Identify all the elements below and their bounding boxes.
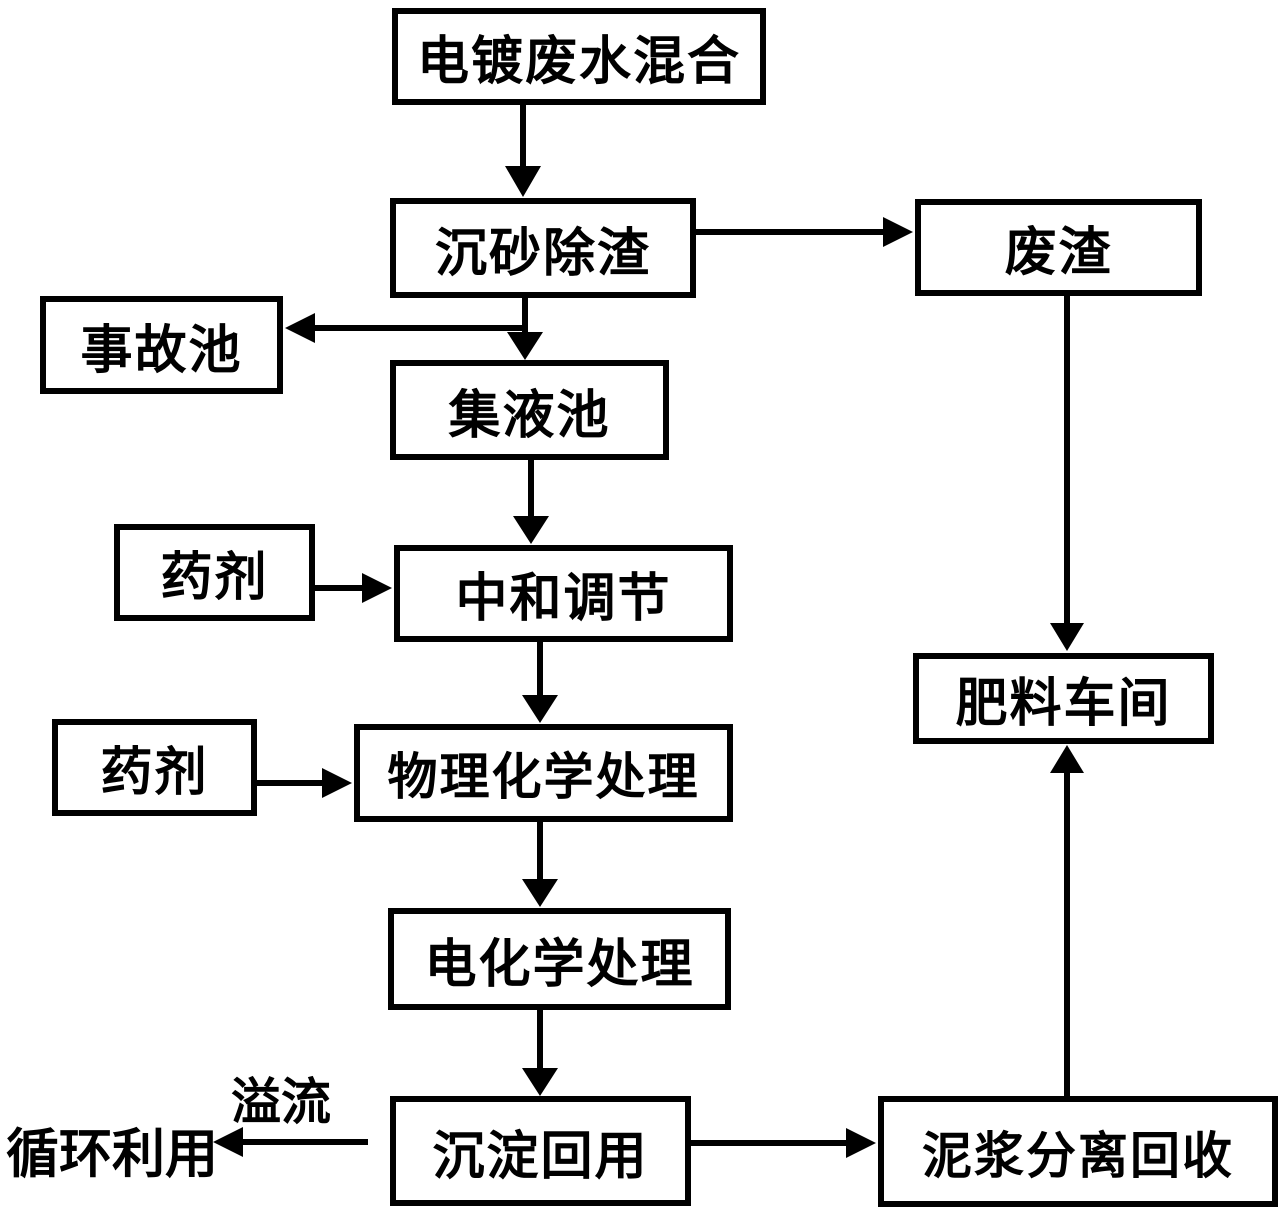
- arrow-slag-to-fertilizer: [1050, 294, 1084, 651]
- node-mud: 泥浆分离回收: [878, 1096, 1278, 1207]
- arrow-grit-to-slag: [694, 217, 913, 247]
- node-neutral-label: 中和调节: [455, 569, 672, 629]
- node-settle: 沉淀回用: [390, 1096, 691, 1206]
- recycle-label: 循环利用: [6, 1124, 218, 1185]
- node-accident-label: 事故池: [80, 320, 243, 381]
- node-accident: 事故池: [40, 296, 283, 394]
- node-collect-label: 集液池: [448, 385, 611, 446]
- node-neutral: 中和调节: [394, 545, 733, 642]
- arrow-neutral-to-physchem: [522, 641, 558, 723]
- node-fertilizer: 肥料车间: [913, 653, 1214, 744]
- node-mix: 电镀废水混合: [392, 8, 766, 105]
- arrow-physchem-to-electrochem: [522, 821, 558, 907]
- node-electrochem-label: 电化学处理: [424, 934, 695, 995]
- arrow-settle-to-mud: [689, 1128, 876, 1158]
- arrow-branch-to-accident: [285, 313, 525, 343]
- node-settle-label: 沉淀回用: [432, 1126, 649, 1187]
- node-grit: 沉砂除渣: [390, 198, 696, 298]
- node-slag-label: 废渣: [1004, 223, 1113, 283]
- node-agent2: 药剂: [52, 719, 257, 816]
- arrow-agent1-to-neutral: [313, 573, 392, 603]
- node-electrochem: 电化学处理: [388, 908, 731, 1010]
- node-mix-label: 电镀废水混合: [416, 32, 741, 92]
- node-grit-label: 沉砂除渣: [434, 223, 651, 284]
- overflow-label: 溢流: [231, 1073, 331, 1131]
- arrow-settle-to-recycle: [213, 1127, 368, 1157]
- node-collect: 集液池: [390, 360, 669, 460]
- node-agent1: 药剂: [114, 524, 315, 621]
- node-mud-label: 泥浆分离回收: [922, 1126, 1234, 1185]
- node-slag: 废渣: [915, 199, 1202, 296]
- node-fertilizer-label: 肥料车间: [955, 674, 1172, 734]
- node-physchem: 物理化学处理: [354, 724, 733, 822]
- arrow-agent2-to-physchem: [255, 768, 352, 798]
- node-physchem-label: 物理化学处理: [387, 748, 700, 806]
- arrow-mud-to-fertilizer: [1050, 745, 1084, 1097]
- arrow-mix-to-grit: [505, 105, 541, 197]
- arrow-collect-to-neutral: [513, 458, 549, 544]
- arrow-electrochem-to-settle: [522, 1009, 558, 1096]
- node-agent2-label: 药剂: [100, 743, 209, 803]
- node-agent1-label: 药剂: [160, 548, 269, 608]
